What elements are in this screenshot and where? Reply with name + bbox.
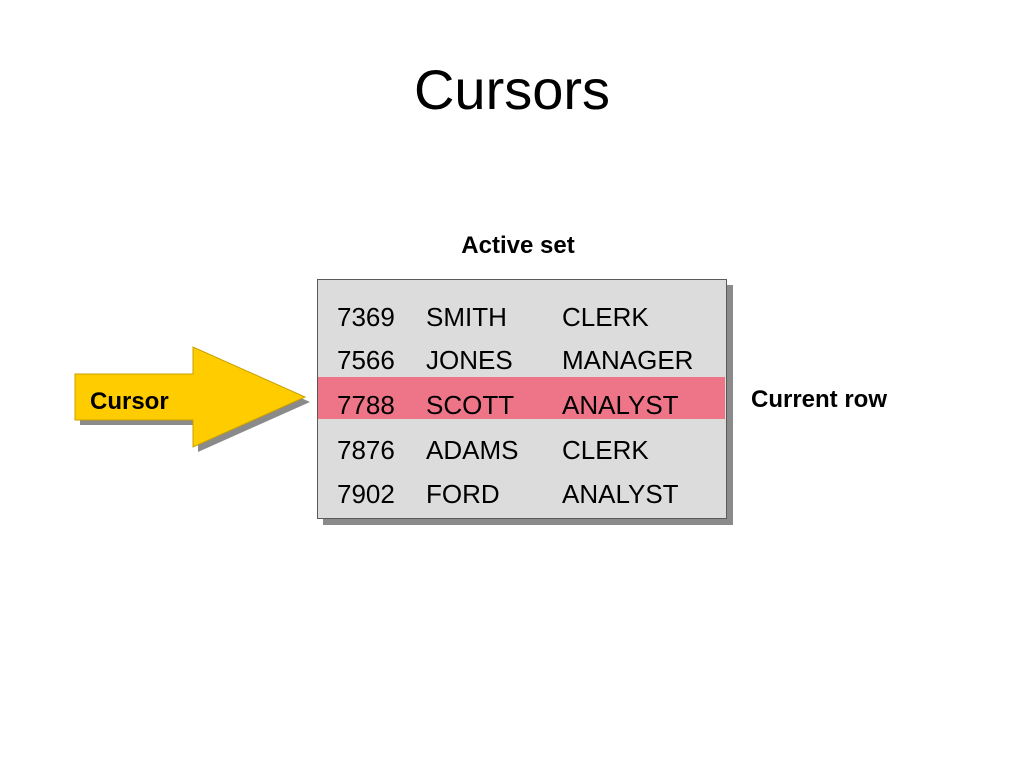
slide-title: Cursors [413,58,611,121]
employee-job: CLERK [562,302,649,332]
employee-id: 7902 [337,479,395,509]
employee-job: ANALYST [562,479,679,509]
employee-name: SMITH [426,302,507,332]
employee-name: ADAMS [426,435,519,465]
employee-name: FORD [426,479,500,509]
active-set-table: 7369 SMITH CLERK 7566 JONES MANAGER 7788… [317,279,727,519]
cursor-arrow-icon [74,346,310,452]
employee-id: 7566 [337,345,395,375]
current-row-label: Current row [751,386,888,413]
employee-name: JONES [426,345,513,375]
current-row-highlight [318,377,725,419]
active-set-label: Active set [461,232,575,259]
employee-job: MANAGER [562,345,694,375]
table-row: 7902 FORD ANALYST [318,479,725,509]
employee-job: CLERK [562,435,649,465]
table-row-current: 7788 SCOTT ANALYST [318,390,725,420]
employee-id: 7369 [337,302,395,332]
employee-id: 7876 [337,435,395,465]
table-row: 7876 ADAMS CLERK [318,435,725,465]
employee-id: 7788 [337,390,395,420]
employee-job: ANALYST [562,390,679,420]
employee-name: SCOTT [426,390,515,420]
cursor-label: Cursor [90,388,169,415]
cursor-arrow-body [74,346,307,448]
table-row: 7566 JONES MANAGER [318,345,725,375]
table-row: 7369 SMITH CLERK [318,302,725,332]
